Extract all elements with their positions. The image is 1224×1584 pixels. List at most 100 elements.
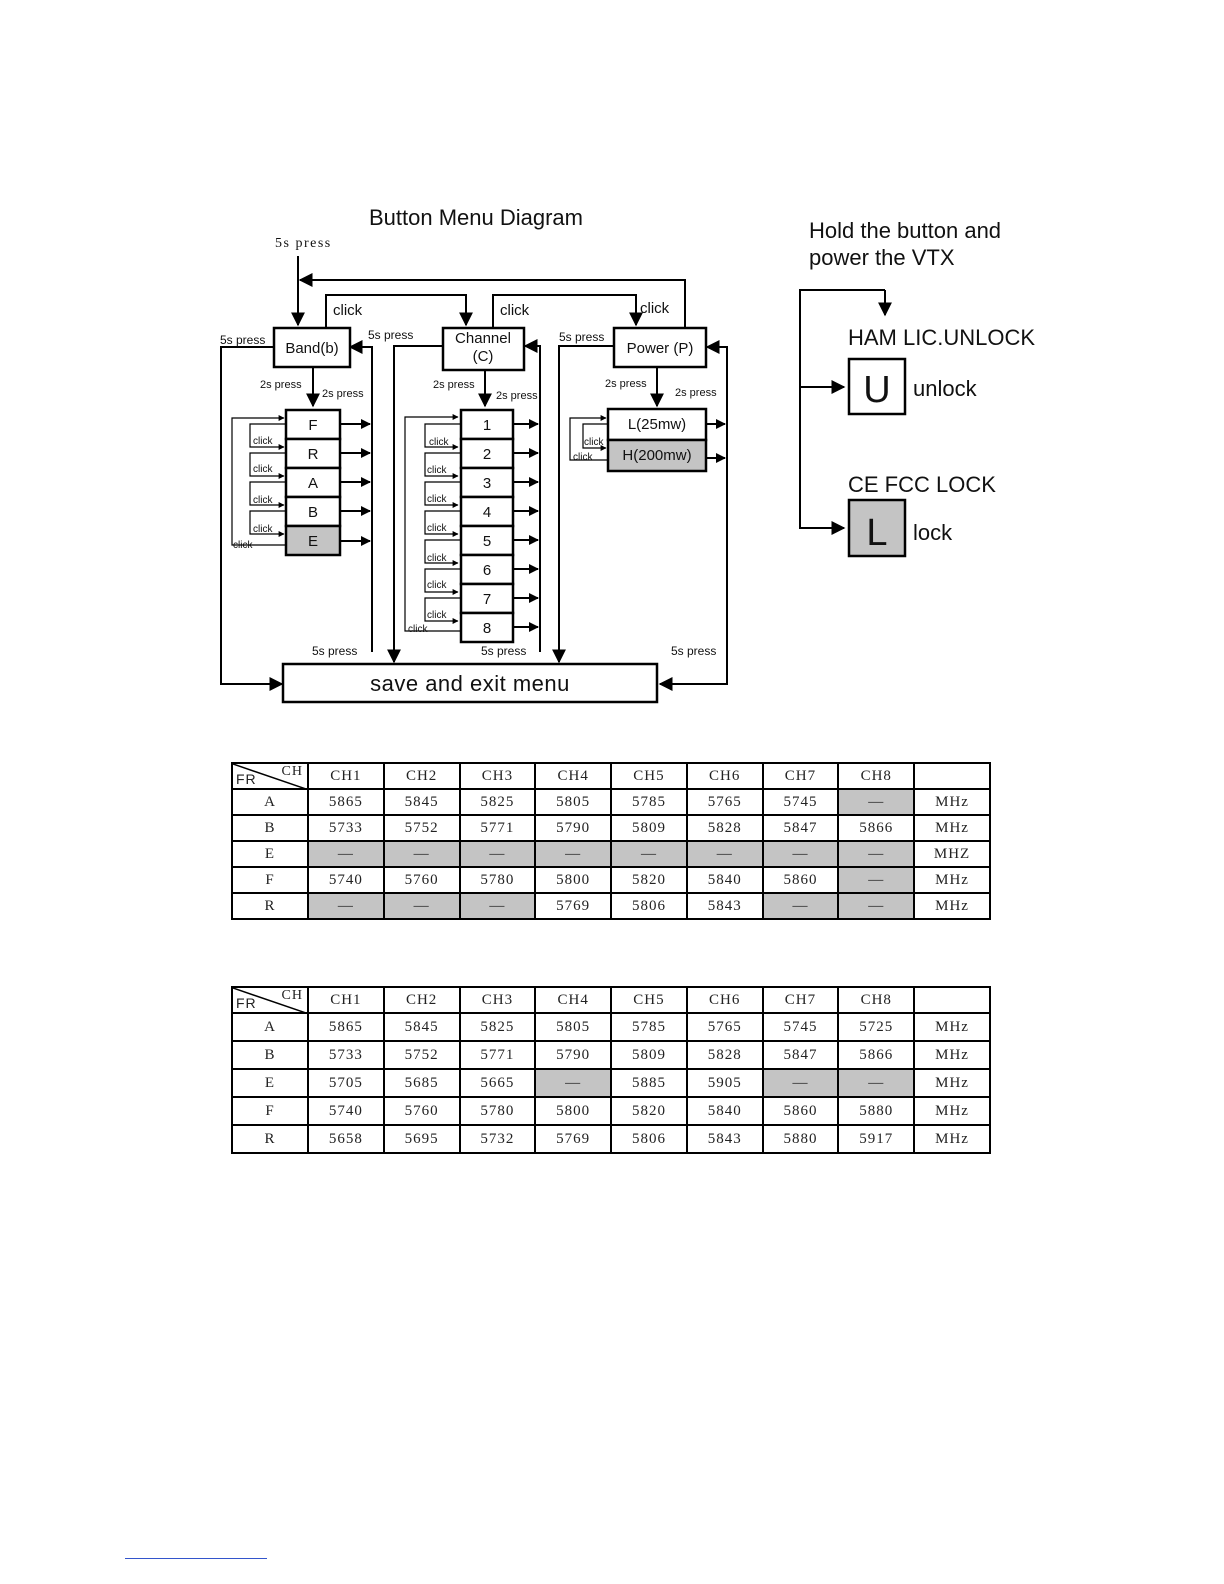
frequency-cell: 5732 <box>458 1124 537 1154</box>
frequency-cell: — <box>458 840 537 868</box>
save-exit-box <box>281 662 659 704</box>
frequency-cell: 5809 <box>610 1040 688 1070</box>
click-loop-label: click <box>427 523 447 534</box>
frequency-cell: — <box>685 840 764 868</box>
click-loop-label: click <box>253 495 273 506</box>
column-header: CH2 <box>382 986 461 1014</box>
click-loop-label: click <box>408 624 428 635</box>
frequency-cell: 5800 <box>534 1096 613 1126</box>
frequency-cell: 5880 <box>761 1124 840 1154</box>
frequency-cell: 5780 <box>458 1096 537 1126</box>
frequency-cell: — <box>837 840 916 868</box>
frequency-cell: 5905 <box>685 1068 764 1098</box>
band-cell: A <box>231 1012 309 1042</box>
band-cell: B <box>231 814 309 842</box>
frequency-cell: 5866 <box>837 814 916 842</box>
frequency-cell: 5765 <box>685 788 764 816</box>
frequency-cell: 5785 <box>610 1012 688 1042</box>
click-loop-label: click <box>427 494 447 505</box>
frequency-cell: — <box>382 892 461 920</box>
band-cell: A <box>231 788 309 816</box>
power-item-label: H(200mw) <box>622 447 691 464</box>
band-cell: R <box>231 892 309 920</box>
frequency-cell: 5825 <box>458 788 537 816</box>
footer-link-underline <box>125 1558 267 1559</box>
click-loop-label: click <box>584 437 604 448</box>
unit-cell: MHZ <box>913 840 991 868</box>
click-loop-label: click <box>427 610 447 621</box>
frequency-cell: 5658 <box>307 1124 385 1154</box>
band-cell: F <box>231 866 309 894</box>
frequency-cell: — <box>534 1068 613 1098</box>
5s-press-label: 5s press <box>671 644 716 658</box>
channel-item-label: 2 <box>483 446 491 463</box>
unit-cell: MHz <box>913 1124 991 1154</box>
corner-ch-label: CH <box>281 764 303 779</box>
frequency-cell: 5765 <box>685 1012 764 1042</box>
frequency-cell: 5752 <box>382 814 461 842</box>
frequency-cell: 5760 <box>382 866 461 894</box>
channel-item-label: 1 <box>483 417 491 434</box>
frequency-cell: 5820 <box>610 1096 688 1126</box>
power-label: Power (P) <box>627 340 694 357</box>
channel-item-box <box>459 437 515 470</box>
frequency-cell: — <box>837 892 916 920</box>
band-cell: B <box>231 1040 309 1070</box>
frequency-cell: 5865 <box>307 788 385 816</box>
unlock-box <box>847 357 907 416</box>
frequency-cell: — <box>761 892 840 920</box>
power-box <box>612 326 708 369</box>
unit-cell: MHz <box>913 788 991 816</box>
frequency-cell: 5828 <box>685 1040 764 1070</box>
frequency-cell: 5733 <box>307 814 385 842</box>
5s-press-label: 5s press <box>220 333 265 347</box>
lock-text: lock <box>913 520 953 545</box>
frequency-cell: 5866 <box>837 1040 916 1070</box>
column-header: CH8 <box>837 762 916 790</box>
frequency-cell: 5843 <box>685 1124 764 1154</box>
button-menu-diagram: Button Menu Diagram 5s press click click… <box>220 205 1035 704</box>
frequency-cell: 5825 <box>458 1012 537 1042</box>
frequency-cell: 5840 <box>685 866 764 894</box>
band-item-label: E <box>308 533 318 550</box>
table-corner-cell: CH FR <box>231 986 309 1014</box>
frequency-cell: 5685 <box>382 1068 461 1098</box>
2s-press-label: 2s press <box>260 379 302 391</box>
corner-fr-label: FR <box>236 995 257 1011</box>
channel-item-box <box>459 466 515 499</box>
unit-cell: MHz <box>913 892 991 920</box>
frequency-cell: 5809 <box>610 814 688 842</box>
2s-press-label: 2s press <box>496 390 538 402</box>
column-header <box>913 762 991 790</box>
frequency-cell: — <box>837 788 916 816</box>
diagram-title: Button Menu Diagram <box>369 205 583 230</box>
frequency-cell: 5847 <box>761 1040 840 1070</box>
click-loop-label: click <box>427 553 447 564</box>
click-loop-label: click <box>253 464 273 475</box>
2s-press-label: 2s press <box>433 379 475 391</box>
channel-item-label: 7 <box>483 591 491 608</box>
unlock-text: unlock <box>913 376 978 401</box>
channel-item-label: 6 <box>483 562 491 579</box>
column-header: CH7 <box>761 986 840 1014</box>
frequency-cell: — <box>534 840 613 868</box>
corner-ch-label: CH <box>281 988 303 1003</box>
frequency-cell: 5665 <box>458 1068 537 1098</box>
column-header: CH4 <box>534 762 613 790</box>
frequency-cell: 5843 <box>685 892 764 920</box>
column-header: CH1 <box>307 762 385 790</box>
column-header: CH2 <box>382 762 461 790</box>
band-item-box <box>284 524 342 557</box>
frequency-cell: 5845 <box>382 1012 461 1042</box>
5s-press-label: 5s press <box>481 644 526 658</box>
frequency-cell: 5865 <box>307 1012 385 1042</box>
column-header: CH8 <box>837 986 916 1014</box>
corner-divider-line <box>233 988 309 1014</box>
channel-label: (C) <box>473 348 494 365</box>
channel-item-box <box>459 611 515 644</box>
